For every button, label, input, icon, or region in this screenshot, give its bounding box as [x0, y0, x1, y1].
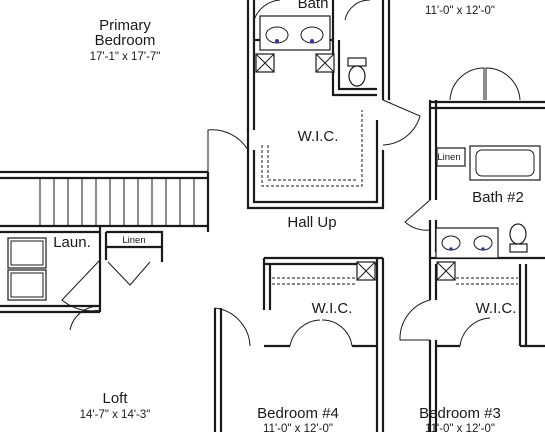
bedroom4-dimensions: 11'-0" x 12'-0" — [263, 423, 333, 432]
primary-bath-name: Bath — [298, 0, 329, 12]
door-swings — [61, 0, 521, 347]
bedroom3-name: Bedroom #3 — [419, 405, 501, 422]
linen-right-name: Linen — [437, 152, 460, 163]
staircase — [30, 177, 200, 227]
bedroom3-dimensions: 11'-0" x 12'-0" — [425, 423, 495, 432]
primary-bedroom-name-2: Bedroom — [95, 32, 156, 49]
laundry-name: Laun. — [53, 234, 91, 251]
primary-bedroom-name-1: Primary — [99, 17, 151, 34]
linen-left-name: Linen — [122, 235, 145, 246]
toilet-icon — [347, 57, 367, 87]
loft-name: Loft — [102, 390, 128, 407]
hall-name: Hall Up — [287, 214, 336, 231]
bath2-vanity — [435, 227, 499, 259]
primary-bath-cabinets — [255, 53, 335, 73]
loft-dimensions: 14'-7" x 14'-3" — [80, 409, 151, 421]
faucet-icon — [310, 39, 314, 43]
faucet-icon — [481, 247, 485, 251]
faucet-icon — [275, 39, 279, 43]
toilet-icon — [509, 223, 528, 253]
closet-shelf-bedroom4 — [272, 261, 376, 285]
faucet-icon — [449, 247, 453, 251]
closet-shelf-bedroom3 — [436, 261, 518, 285]
linen-shelf-right — [436, 147, 466, 167]
bathtub-icon — [469, 145, 541, 181]
top-right-bedroom-dimensions: 11'-0" x 12'-0" — [425, 5, 495, 17]
wic-bedroom3-name: W.I.C. — [476, 300, 517, 317]
bath2-name: Bath #2 — [472, 189, 524, 206]
wic-bedroom4-name: W.I.C. — [312, 300, 353, 317]
primary-wic-name: W.I.C. — [298, 128, 339, 145]
primary-bath-vanity — [259, 15, 331, 51]
primary-bedroom-dimensions: 17'-1" x 17'-7" — [90, 51, 161, 63]
washer-dryer-icon — [7, 237, 47, 301]
bedroom4-name: Bedroom #4 — [257, 405, 339, 422]
